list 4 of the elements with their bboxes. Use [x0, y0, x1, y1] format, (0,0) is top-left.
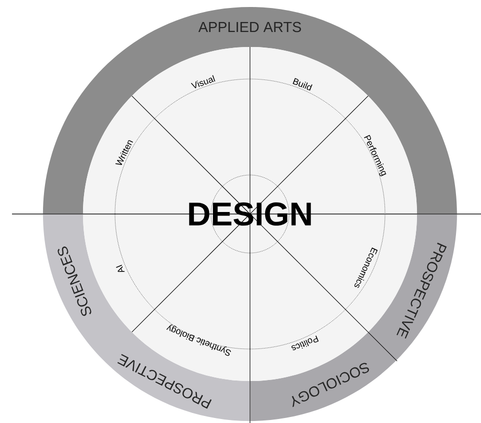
- segment-label: Build: [292, 78, 312, 91]
- segment-label: Politics: [291, 336, 319, 350]
- segment-label: Visual: [190, 75, 216, 88]
- segment-label: AI: [116, 264, 125, 272]
